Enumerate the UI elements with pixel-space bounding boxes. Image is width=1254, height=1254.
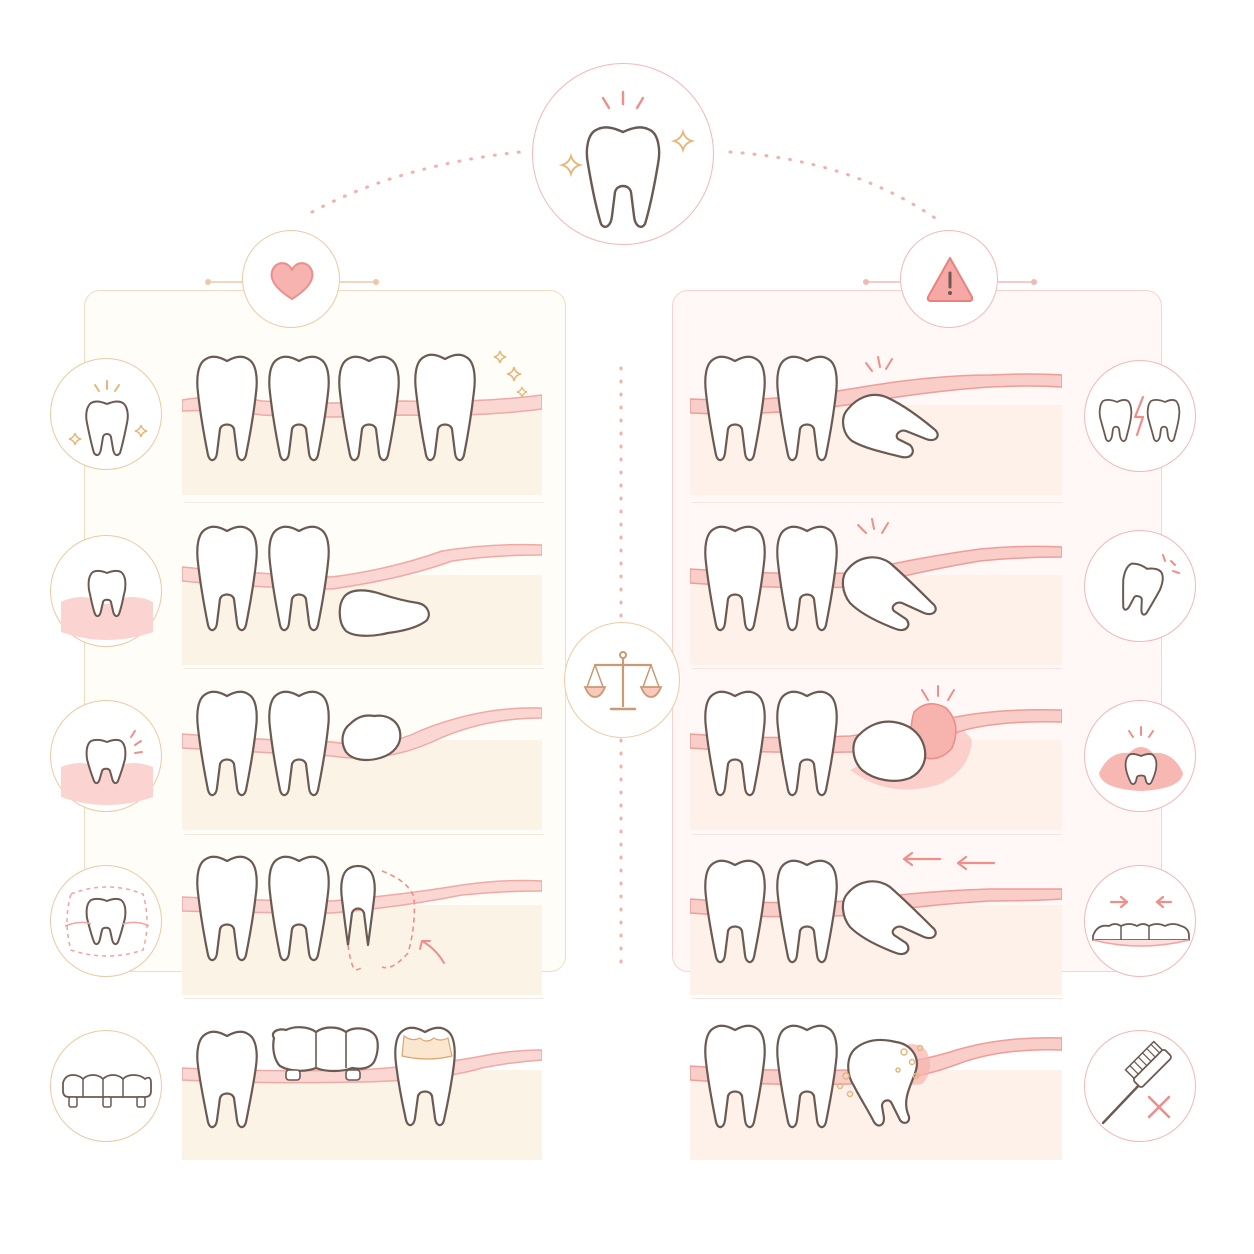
balance-scale-icon xyxy=(564,622,680,738)
divider xyxy=(692,834,1062,835)
scene-tooth-removed xyxy=(182,845,542,995)
toothbrush-cross-icon xyxy=(1084,1030,1196,1142)
divider xyxy=(184,502,544,503)
tooth-in-gum-icon xyxy=(50,535,162,647)
divider xyxy=(184,668,544,669)
tooth-gum-sensitivity-icon xyxy=(50,700,162,812)
sparkling-tooth-icon xyxy=(532,63,714,245)
swollen-gum-tooth-icon xyxy=(1084,700,1196,812)
divider xyxy=(184,834,544,835)
sparkling-tooth-icon xyxy=(50,358,162,470)
scene-bridge-decay xyxy=(182,1010,542,1160)
scene-crowding xyxy=(690,845,1062,995)
teeth-pain-lightning-icon xyxy=(1084,360,1196,472)
scene-food-trap-decay xyxy=(690,1010,1062,1160)
scene-partial-eruption xyxy=(182,680,542,830)
scene-angled-impaction xyxy=(690,515,1062,665)
scene-impacted-horizontal xyxy=(182,515,542,665)
scene-impacted-pain xyxy=(690,345,1062,495)
tilted-tooth-pain-icon xyxy=(1084,530,1196,642)
divider xyxy=(692,668,1062,669)
divider xyxy=(692,502,1062,503)
scene-healthy-erupted xyxy=(182,345,542,495)
heart-icon xyxy=(242,230,340,328)
divider xyxy=(184,998,544,999)
scene-gum-infection xyxy=(690,680,1062,830)
warning-triangle-icon xyxy=(900,230,998,328)
tooth-gap-dashed-icon xyxy=(50,865,162,977)
divider xyxy=(692,998,1062,999)
dental-bridge-icon xyxy=(50,1030,162,1142)
crowding-arrows-icon xyxy=(1084,865,1196,977)
